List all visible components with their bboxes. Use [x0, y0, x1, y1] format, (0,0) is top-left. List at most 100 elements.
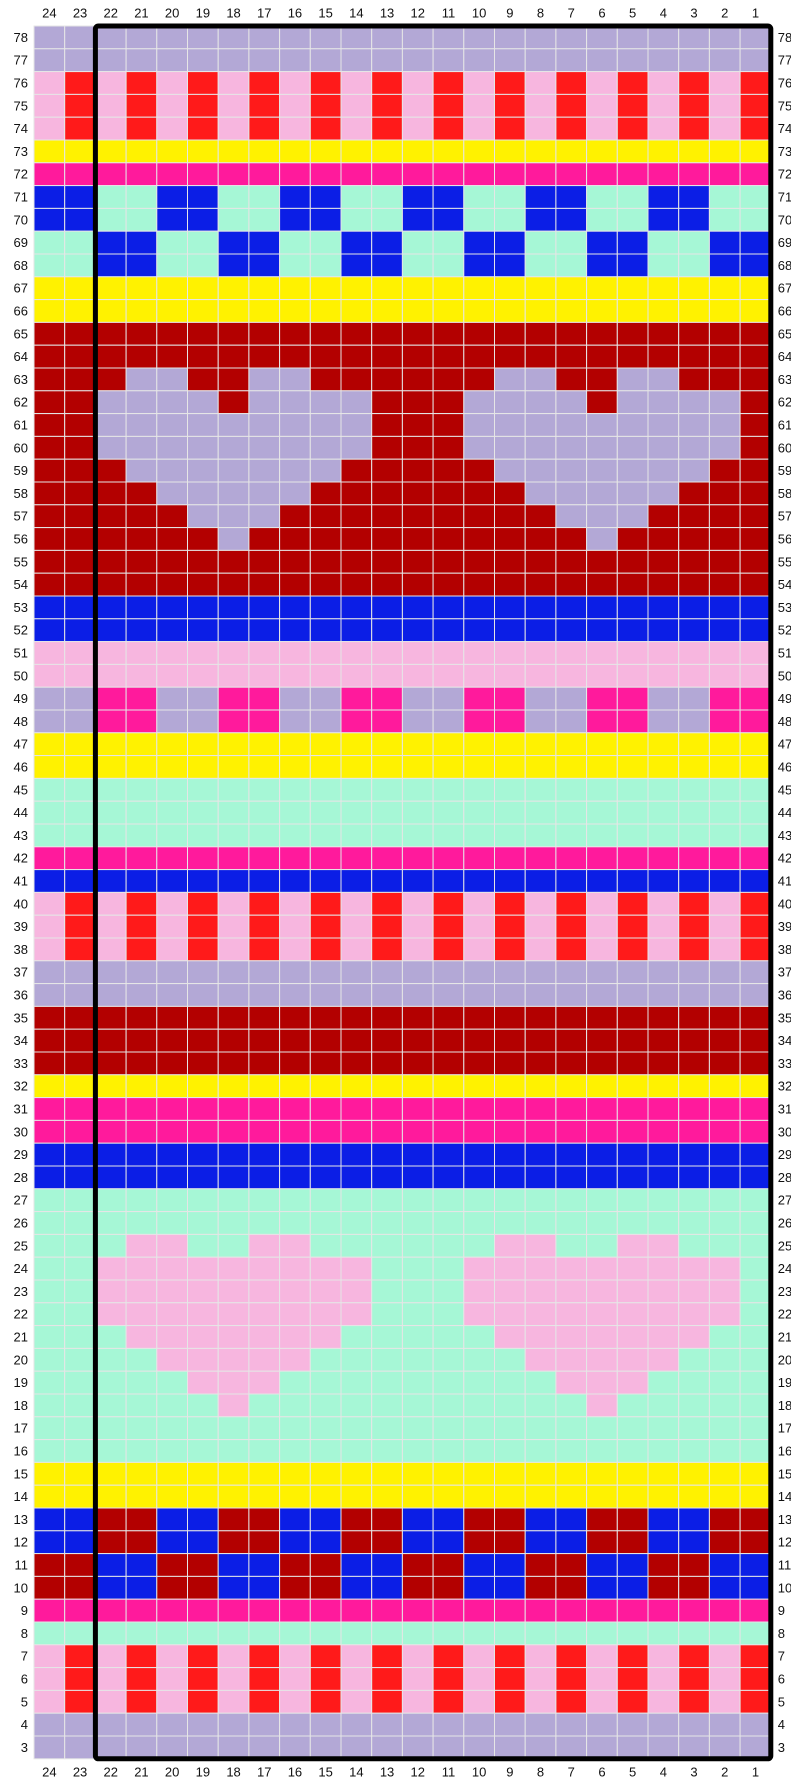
chart-cell: [587, 1052, 618, 1075]
chart-cell: [188, 49, 219, 72]
row-label-left: 10: [14, 1580, 28, 1595]
chart-cell: [341, 1462, 372, 1485]
column-label-top: 2: [721, 6, 728, 21]
chart-cell: [34, 1189, 65, 1212]
chart-cell: [341, 528, 372, 551]
chart-cell: [341, 345, 372, 368]
chart-cell: [495, 1303, 526, 1326]
chart-cell: [249, 254, 280, 277]
chart-cell: [402, 1280, 433, 1303]
chart-cell: [65, 436, 96, 459]
chart-cell: [341, 1394, 372, 1417]
chart-cell: [587, 1303, 618, 1326]
chart-cell: [648, 824, 679, 847]
chart-cell: [648, 1052, 679, 1075]
chart-cell: [218, 1098, 249, 1121]
chart-cell: [679, 870, 710, 893]
chart-cell: [34, 1348, 65, 1371]
chart-cell: [157, 573, 188, 596]
chart-cell: [679, 528, 710, 551]
chart-cell: [126, 1531, 157, 1554]
chart-cell: [341, 1736, 372, 1759]
chart-cell: [679, 1075, 710, 1098]
chart-cell: [188, 1668, 219, 1691]
chart-cell: [556, 368, 587, 391]
chart-cell: [65, 961, 96, 984]
chart-cell: [648, 1440, 679, 1463]
chart-cell: [280, 984, 311, 1007]
chart-cell: [433, 915, 464, 938]
chart-cell: [402, 733, 433, 756]
chart-cell: [556, 961, 587, 984]
chart-cell: [433, 414, 464, 437]
row-label-right: 76: [778, 76, 791, 91]
chart-cell: [648, 687, 679, 710]
chart-cell: [95, 1485, 126, 1508]
chart-cell: [34, 687, 65, 710]
chart-cell: [587, 1531, 618, 1554]
chart-cell: [525, 733, 556, 756]
chart-cell: [433, 1348, 464, 1371]
chart-cell: [126, 1006, 157, 1029]
chart-cell: [587, 1189, 618, 1212]
chart-cell: [280, 368, 311, 391]
chart-cell: [310, 163, 341, 186]
chart-cell: [495, 231, 526, 254]
chart-cell: [341, 1234, 372, 1257]
chart-cell: [648, 915, 679, 938]
chart-cell: [218, 687, 249, 710]
chart-cell: [648, 459, 679, 482]
chart-cell: [495, 915, 526, 938]
row-label-right: 20: [778, 1352, 791, 1367]
chart-cell: [648, 1303, 679, 1326]
chart-cell: [372, 733, 403, 756]
chart-cell: [341, 664, 372, 687]
chart-cell: [617, 1394, 648, 1417]
chart-cell: [587, 1622, 618, 1645]
chart-cell: [249, 984, 280, 1007]
chart-cell: [587, 664, 618, 687]
chart-cell: [740, 1531, 771, 1554]
chart-cell: [679, 1576, 710, 1599]
chart-cell: [433, 300, 464, 323]
chart-cell: [556, 1485, 587, 1508]
chart-cell: [280, 892, 311, 915]
chart-cell: [280, 1326, 311, 1349]
chart-cell: [556, 1736, 587, 1759]
chart-cell: [157, 414, 188, 437]
chart-cell: [126, 26, 157, 49]
chart-cell: [402, 49, 433, 72]
chart-cell: [709, 505, 740, 528]
chart-cell: [65, 1257, 96, 1280]
chart-cell: [188, 847, 219, 870]
chart-cell: [617, 414, 648, 437]
chart-cell: [402, 1645, 433, 1668]
chart-cell: [495, 1143, 526, 1166]
chart-cell: [280, 1736, 311, 1759]
chart-cell: [341, 961, 372, 984]
chart-cell: [34, 254, 65, 277]
chart-cell: [433, 1690, 464, 1713]
chart-cell: [372, 710, 403, 733]
chart-cell: [310, 1622, 341, 1645]
chart-cell: [280, 642, 311, 665]
chart-cell: [648, 778, 679, 801]
chart-cell: [402, 938, 433, 961]
chart-cell: [587, 1371, 618, 1394]
chart-cell: [556, 72, 587, 95]
chart-cell: [740, 436, 771, 459]
chart-cell: [402, 528, 433, 551]
chart-cell: [495, 619, 526, 642]
chart-cell: [218, 140, 249, 163]
chart-cell: [218, 1234, 249, 1257]
chart-cell: [617, 300, 648, 323]
chart-cell: [495, 1234, 526, 1257]
chart-cell: [433, 49, 464, 72]
chart-cell: [372, 778, 403, 801]
chart-cell: [433, 1668, 464, 1691]
chart-cell: [188, 459, 219, 482]
chart-cell: [464, 550, 495, 573]
chart-cell: [679, 1052, 710, 1075]
chart-cell: [433, 26, 464, 49]
